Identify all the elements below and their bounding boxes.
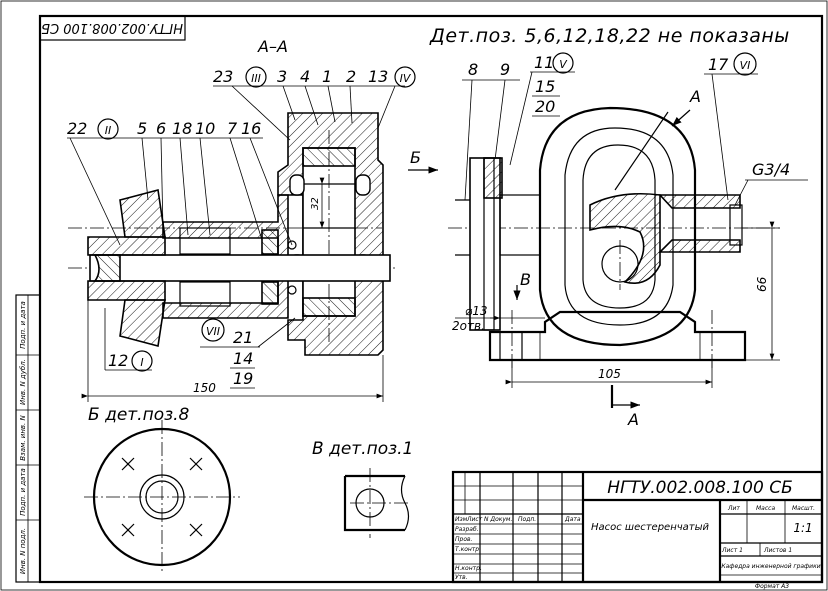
tb-h-izm: Изм — [455, 516, 468, 523]
note-text: Дет.поз. 5,6,12,18,22 не показаны — [429, 25, 790, 47]
label-6: 6 — [156, 119, 166, 138]
roman-VII: VII — [206, 325, 220, 338]
dim-105: 105 — [598, 367, 621, 381]
thread-g34: G3/4 — [752, 160, 790, 179]
tb-prov: Пров. — [455, 536, 473, 543]
view-mark-a-bottom: А — [627, 410, 639, 429]
stamp-text-1: Подп. и дата — [19, 301, 27, 349]
rotated-code-box: НГТУ.002.008.100 СБ — [39, 15, 186, 41]
stamp-text-3: Взам. инв. N — [19, 414, 27, 460]
tb-nkontr: Н.контр. — [455, 565, 482, 572]
side-view: Б 8 9 11 V 15 20 17 — [408, 52, 808, 429]
section-a-a: А–А — [67, 37, 416, 402]
label-16: 16 — [241, 119, 261, 138]
view-mark-a-top: А — [689, 87, 701, 106]
tb-lit: Лит — [727, 505, 740, 512]
dim-66: 66 — [755, 276, 769, 292]
label-11: 11 — [534, 53, 554, 72]
label-14: 14 — [233, 349, 253, 368]
label-5: 5 — [137, 119, 147, 138]
label-22: 22 — [67, 119, 87, 138]
tb-h-ndok: N Докум. — [484, 516, 512, 523]
label-13: 13 — [368, 67, 388, 86]
dim-32: 32 — [310, 197, 321, 210]
tb-masshtab: Масшт. — [792, 505, 815, 512]
tb-name: Насос шестеренчатый — [591, 522, 710, 533]
tb-format: Формат А3 — [755, 583, 789, 590]
tb-sheet: Лист 1 — [721, 547, 743, 554]
label-21: 21 — [233, 328, 253, 347]
label-8: 8 — [468, 60, 478, 79]
label-7: 7 — [227, 119, 238, 138]
label-3: 3 — [277, 67, 287, 86]
side-stamp: Подп. и дата Инв. N дубл. Взам. инв. N П… — [15, 294, 41, 583]
tb-code: НГТУ.002.008.100 СБ — [607, 478, 793, 498]
tb-tkontr: Т.контр. — [455, 546, 481, 553]
label-18: 18 — [172, 119, 192, 138]
dim-150: 150 — [193, 381, 216, 395]
roman-I: I — [140, 356, 143, 369]
view-v-part1: В дет.поз.1 — [312, 439, 413, 538]
tb-h-data: Дата — [564, 516, 581, 523]
label-15: 15 — [535, 77, 555, 96]
roman-V: V — [559, 58, 568, 71]
roman-VI: VI — [740, 59, 751, 72]
section-title: А–А — [257, 37, 288, 56]
label-19: 19 — [233, 369, 253, 388]
label-20: 20 — [535, 97, 555, 116]
tb-massa: Масса — [756, 505, 775, 512]
view-v-title: В дет.поз.1 — [312, 439, 413, 459]
dim-hole-count: 2отв. — [452, 319, 485, 333]
label-10: 10 — [195, 119, 215, 138]
view-mark-b: Б — [410, 148, 421, 167]
stamp-text-4: Подп. и дата — [19, 468, 27, 516]
tb-dept: Кафедра инженерной графики — [721, 563, 820, 570]
label-4: 4 — [300, 67, 310, 86]
label-12: 12 — [108, 351, 128, 370]
rotated-doc-code: НГТУ.002.008.100 СБ — [41, 20, 183, 35]
roman-III: III — [251, 72, 261, 85]
tb-h-list: Лист — [466, 516, 483, 523]
label-2: 2 — [346, 67, 356, 86]
label-1: 1 — [322, 67, 332, 86]
tb-scale: 1:1 — [793, 521, 812, 535]
label-17: 17 — [708, 55, 729, 74]
tb-sheets: Листов 1 — [763, 547, 792, 554]
view-b-part8: Б дет.поз.8 — [84, 405, 240, 572]
dim-hole-dia: ⌀13 — [465, 304, 488, 318]
label-23: 23 — [213, 67, 233, 86]
tb-utv: Утв. — [455, 574, 468, 581]
stamp-text-5: Инв. N подл. — [19, 528, 27, 574]
label-9: 9 — [500, 60, 510, 79]
stamp-text-2: Инв. N дубл. — [19, 359, 27, 405]
title-block: НГТУ.002.008.100 СБ Насос шестеренчатый … — [451, 470, 824, 590]
view-b-title: Б дет.поз.8 — [88, 405, 190, 425]
tb-razrab: Разраб. — [455, 526, 479, 533]
roman-II: II — [105, 124, 112, 137]
view-mark-v: В — [520, 270, 531, 289]
roman-IV: IV — [400, 72, 412, 85]
tb-h-podp: Подп. — [518, 516, 536, 523]
